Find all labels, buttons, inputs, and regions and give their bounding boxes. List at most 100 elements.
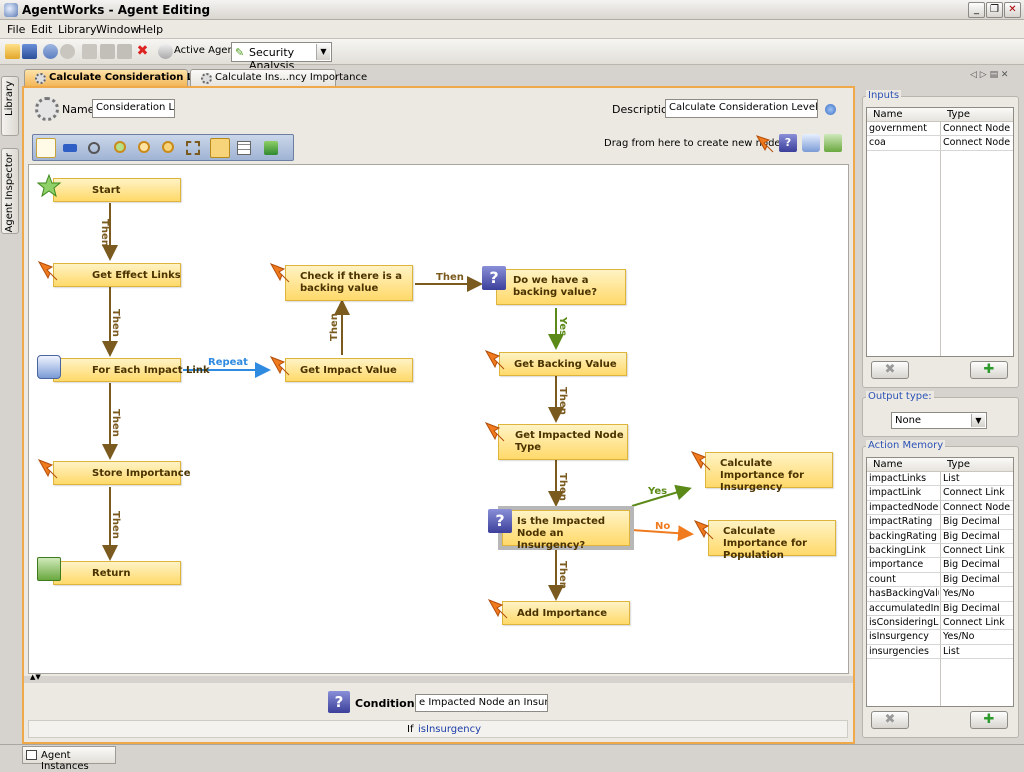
rectangle-tool-icon[interactable] (60, 138, 80, 158)
select-pointer-icon[interactable] (36, 138, 56, 158)
flow-node-do-we-have-backing[interactable]: Do we have a backing value? (496, 269, 626, 305)
if-value[interactable]: isInsurgency (418, 724, 482, 735)
menu-edit[interactable]: Edit (31, 23, 53, 36)
flow-node-start[interactable]: Start (53, 178, 181, 202)
tab-calculate-insurgency-importance[interactable]: Calculate Ins...ncy Importance (190, 69, 367, 86)
name-input[interactable]: Consideration Level (92, 99, 175, 118)
delete-icon[interactable]: ✖ (136, 43, 149, 59)
cell-type: Big Decimal (943, 516, 1000, 528)
splitter-arrows-icon[interactable]: ▲▼ (30, 673, 41, 681)
export-icon[interactable] (261, 138, 281, 158)
grid-icon[interactable] (234, 138, 254, 158)
edge-label-yes: Yes (557, 317, 568, 337)
open-folder-icon[interactable] (5, 44, 20, 59)
loop-node-palette-icon[interactable] (802, 134, 820, 152)
undo-icon[interactable] (43, 44, 58, 59)
column-type[interactable]: Type (947, 109, 970, 120)
column-type[interactable]: Type (947, 459, 970, 470)
zoom-out-icon[interactable] (135, 138, 155, 158)
chevron-down-icon[interactable]: ▼ (316, 44, 330, 60)
conditional-input[interactable]: e Impacted Node an Insurgency? (415, 694, 548, 712)
action-icon (487, 599, 508, 619)
save-icon[interactable] (22, 44, 37, 59)
redo-icon[interactable] (60, 44, 75, 59)
question-node-palette-icon[interactable]: ? (779, 134, 797, 152)
close-window-button[interactable]: ✕ (1004, 2, 1021, 18)
remove-memory-button[interactable]: ✖ (871, 711, 909, 729)
flow-node-get-backing-value[interactable]: Get Backing Value (499, 352, 627, 376)
output-type-select[interactable]: None ▼ (891, 412, 987, 429)
flow-node-is-insurgency[interactable]: Is the Impacted Node an Insurgency? (498, 506, 634, 551)
table-row[interactable]: isConsideringLinkConnect Link (867, 616, 1013, 631)
copy-icon[interactable] (100, 44, 115, 59)
active-agent-select[interactable]: ✎ Security Analysis ▼ (231, 42, 332, 72)
chevron-down-icon[interactable]: ▼ (971, 414, 985, 427)
agent-inspector-rail-tab[interactable]: Agent Inspector (1, 148, 19, 234)
add-memory-button[interactable]: ✚ (970, 711, 1008, 729)
flow-node-check-backing[interactable]: Check if there is a backing value (285, 265, 413, 301)
condition-expression-bar[interactable]: If isInsurgency (28, 720, 848, 738)
cell-type: Connect Link (943, 544, 1005, 556)
panel-splitter[interactable]: ▲▼ (24, 673, 853, 683)
tab-calculate-consideration-level[interactable]: Calculate Consideration Level (24, 69, 217, 86)
zoom-in-icon[interactable] (111, 138, 131, 158)
flow-node-return[interactable]: Return (53, 561, 181, 585)
tab-scroll-arrows-icon[interactable]: ◁ ▷ ▤ ✕ (970, 70, 1009, 80)
remove-input-button[interactable]: ✖ (871, 361, 909, 379)
menu-window[interactable]: Window (96, 23, 140, 36)
action-node-palette-icon[interactable] (755, 134, 775, 154)
flow-node-get-effect-links[interactable]: Get Effect Links (53, 263, 181, 287)
cut-icon[interactable] (82, 44, 97, 59)
zoom-reset-icon[interactable] (159, 138, 179, 158)
help-icon[interactable] (825, 104, 836, 115)
menu-help[interactable]: Help (138, 23, 164, 36)
table-row[interactable]: hasBackingValueYes/No (867, 587, 1013, 602)
connector-tool-icon[interactable] (84, 138, 104, 158)
output-type-group (862, 397, 1019, 437)
cell-type: Yes/No (943, 631, 975, 643)
flow-node-get-impact-value[interactable]: Get Impact Value (285, 358, 413, 382)
flow-node-for-each-impact-link[interactable]: For Each Impact Link (53, 358, 210, 382)
edge-label-repeat: Repeat (208, 357, 248, 368)
node-label: Return (92, 568, 131, 579)
return-node-palette-icon[interactable] (824, 134, 842, 152)
fit-view-icon[interactable] (183, 138, 203, 158)
paste-icon[interactable] (117, 44, 132, 59)
add-input-button[interactable]: ✚ (970, 361, 1008, 379)
cell-type: Big Decimal (943, 530, 1000, 542)
menu-library[interactable]: Library (58, 23, 97, 36)
flow-node-add-importance[interactable]: Add Importance (502, 601, 630, 625)
flow-canvas[interactable]: Then Then Then Then Repeat Then Then Yes… (28, 164, 849, 674)
link-mode-icon[interactable] (210, 138, 230, 158)
maximize-button[interactable]: ❐ (986, 2, 1003, 18)
library-rail-tab[interactable]: Library (1, 76, 19, 136)
minimize-button[interactable]: _ (968, 2, 985, 18)
status-bar (0, 744, 1024, 768)
table-row[interactable]: accumulatedIm...Big Decimal (867, 602, 1013, 616)
question-icon: ? (488, 509, 512, 533)
flow-node-store-importance[interactable]: Store Importance (53, 461, 191, 485)
menu-file[interactable]: File (7, 23, 26, 36)
column-name[interactable]: Name (873, 459, 903, 470)
flow-node-get-impacted-node-type[interactable]: Get Impacted Node Type (498, 424, 628, 460)
flow-node-calc-population[interactable]: Calculate Importance for Population (708, 520, 836, 561)
agent-instances-tab[interactable]: Agent Instances (22, 746, 116, 772)
description-input[interactable]: Calculate Consideration Level for Gove (665, 99, 818, 118)
flow-node-calc-insurgency[interactable]: Calculate Importance for Insurgency (705, 452, 833, 493)
node-label: Store Importance (92, 468, 191, 479)
column-name[interactable]: Name (873, 109, 903, 120)
